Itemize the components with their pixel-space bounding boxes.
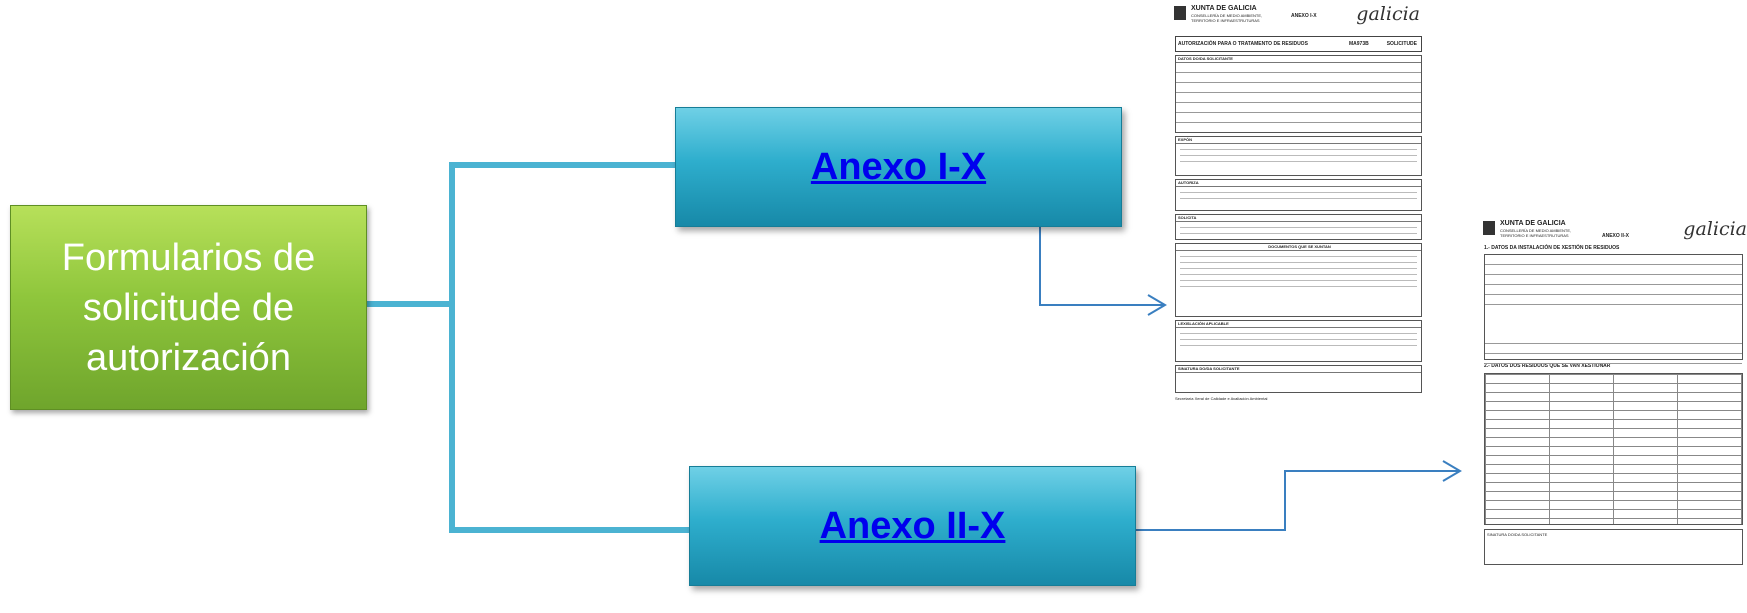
galicia-logo: galicia: [1356, 3, 1420, 25]
section-autoriza: AUTORIZA: [1175, 179, 1422, 211]
root-label: Formularios de solicitude de autorizació…: [61, 236, 316, 379]
procedure-type: SOLICITUDE: [1386, 41, 1417, 47]
annex-label: ANEXO I-X: [1291, 13, 1317, 19]
installation-data: [1484, 254, 1743, 364]
section2-title: 2.- DATOS DOS RESIDUOS QUE SE VAN XESTIO…: [1484, 363, 1611, 369]
section-solicita: SOLICITA: [1175, 214, 1422, 240]
org-title: XUNTA DE GALICIA: [1191, 5, 1257, 12]
org-subtitle: CONSELLERÍA DE MEDIO AMBIENTE, TERRITORI…: [1500, 228, 1572, 238]
procedure-title: AUTORIZACIÓN PARA O TRATAMENTO DE RESIDU…: [1178, 41, 1308, 47]
section-signature: SINATURA DO/DA SOLICITANTE: [1175, 365, 1422, 393]
anexo-i-form-thumbnail: XUNTA DE GALICIA CONSELLERÍA DE MEDIO AM…: [1171, 0, 1426, 445]
anexo-ii-node[interactable]: Anexo II-X: [689, 466, 1136, 586]
procedure-bar: AUTORIZACIÓN PARA O TRATAMENTO DE RESIDU…: [1175, 36, 1422, 52]
arrow-to-anexo-ii: [1134, 470, 1460, 531]
waste-table: [1484, 373, 1743, 525]
section-applicant: DATOS DO/DA SOLICITANTE: [1175, 55, 1422, 133]
section1-title: 1.- DATOS DA INSTALACIÓN DE XESTIÓN DE R…: [1484, 245, 1620, 251]
anexo-ii-form-thumbnail: XUNTA DE GALICIA CONSELLERÍA DE MEDIO AM…: [1480, 215, 1747, 613]
annex-label: ANEXO II-X: [1602, 233, 1629, 239]
root-node: Formularios de solicitude de autorizació…: [10, 205, 367, 410]
org-subtitle: CONSELLERÍA DE MEDIO AMBIENTE, TERRITORI…: [1191, 13, 1263, 23]
tree-connector: [365, 162, 689, 533]
arrow-head-1: [1147, 294, 1167, 316]
galicia-logo: galicia: [1683, 218, 1747, 240]
anexo-i-node[interactable]: Anexo I-X: [675, 107, 1122, 227]
form-header: XUNTA DE GALICIA CONSELLERÍA DE MEDIO AM…: [1480, 215, 1747, 245]
form-footer: Secretaría Xeral de Calidade e Avaliació…: [1175, 396, 1268, 401]
anexo-i-link[interactable]: Anexo I-X: [810, 145, 987, 188]
form-header: XUNTA DE GALICIA CONSELLERÍA DE MEDIO AM…: [1171, 0, 1426, 26]
section-legislation: LEXISLACIÓN APLICABLE: [1175, 320, 1422, 362]
org-title: XUNTA DE GALICIA: [1500, 220, 1566, 227]
xunta-crest-icon: [1483, 221, 1495, 235]
arrow-head-2: [1442, 460, 1462, 482]
section-expon: EXPÓN: [1175, 136, 1422, 176]
anexo-ii-link[interactable]: Anexo II-X: [819, 504, 1006, 547]
section-documents: DOCUMENTOS QUE SE XUNTAN: [1175, 243, 1422, 317]
xunta-crest-icon: [1174, 6, 1186, 20]
arrow-to-anexo-i: [1039, 192, 1165, 306]
procedure-code: MA973B: [1348, 41, 1369, 47]
signature-box: SINATURA DO/DA SOLICITANTE: [1484, 529, 1743, 565]
